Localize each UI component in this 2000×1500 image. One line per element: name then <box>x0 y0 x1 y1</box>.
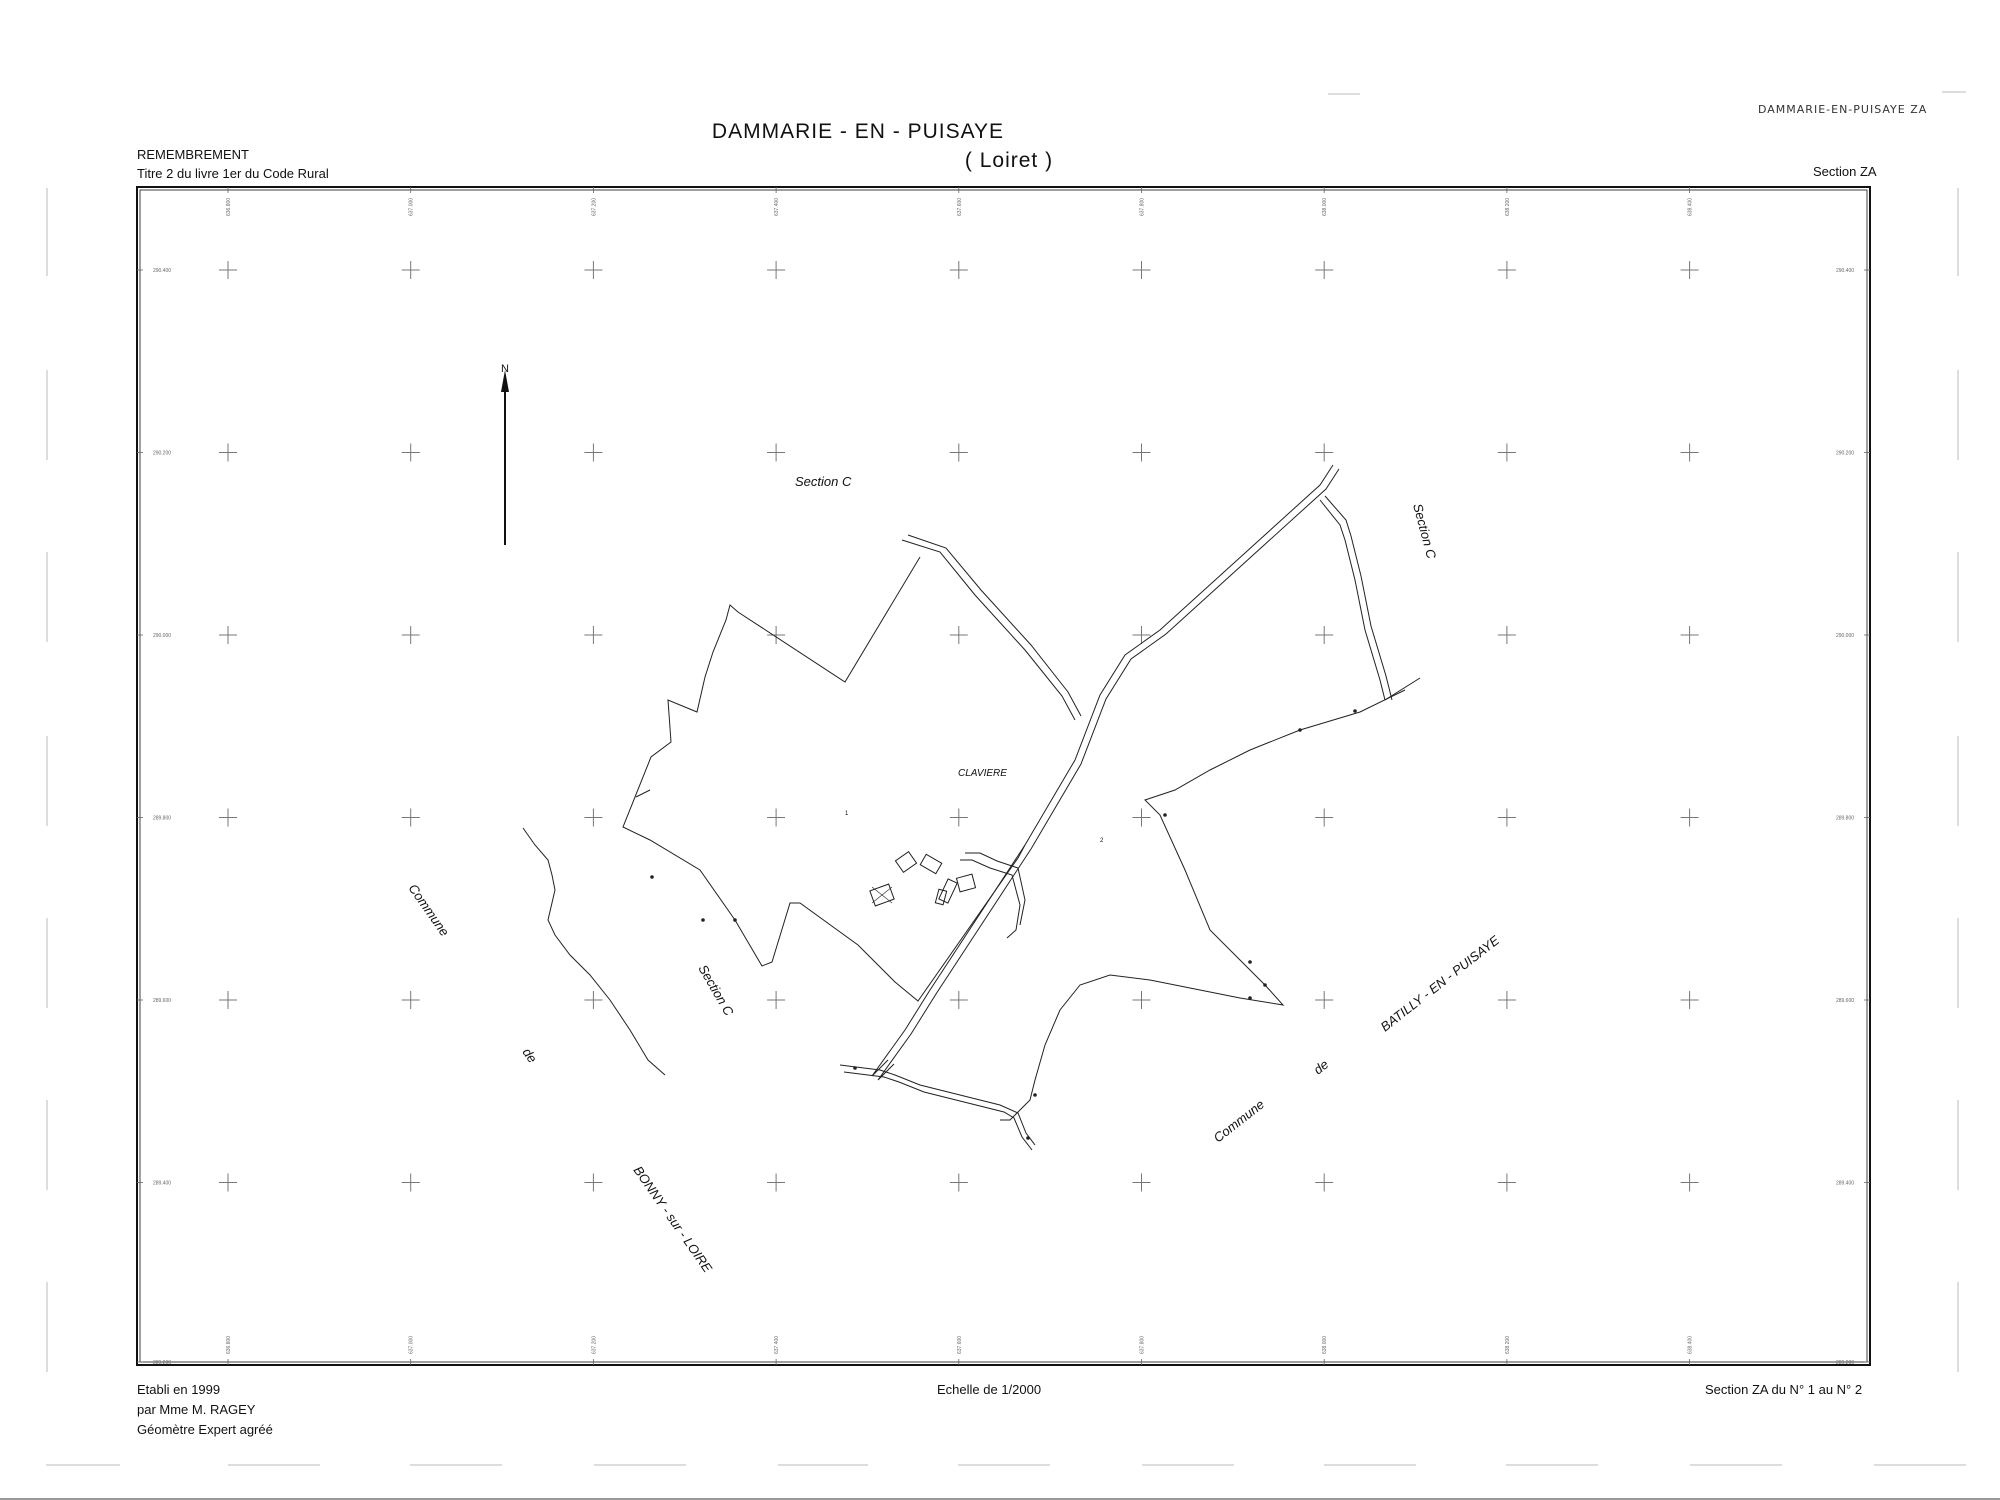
label-de-right: de <box>1311 1057 1332 1078</box>
route-dammarie <box>871 464 1334 1077</box>
label-section-c-left: Section C <box>695 962 736 1019</box>
trim-marks <box>46 91 1966 1466</box>
building <box>955 873 977 893</box>
label-batilly-en-puisaye: BATILLY - EN - PUISAYE <box>1378 932 1503 1034</box>
grid-x-label-bottom: 637.000 <box>409 1336 415 1354</box>
buildings <box>869 850 977 907</box>
building <box>869 883 895 907</box>
page-subtitle: ( Loiret ) <box>964 149 1054 172</box>
grid-y-label-right: 289.200 <box>1836 1360 1854 1366</box>
label-de-left: de <box>520 1045 541 1065</box>
map-frame-inner <box>139 189 1868 1363</box>
footer-established: Etabli en 1999 <box>137 1382 221 1397</box>
header-remembrement: REMEMBREMENT <box>137 147 249 162</box>
grid-x-label-top: 637.000 <box>409 198 415 216</box>
grid-y-label-right: 289.400 <box>1836 1181 1854 1187</box>
boundary-markers <box>650 709 1357 1140</box>
grid-y-label-left: 290.200 <box>153 451 171 457</box>
building <box>919 853 943 875</box>
grid-x-label-bottom: 637.800 <box>1140 1336 1146 1354</box>
label-section-c-top: Section C <box>795 474 852 489</box>
grid-y-label-left: 289.800 <box>153 816 171 822</box>
parcel-number-2: 2 <box>1100 838 1104 844</box>
parcel-2-boundary <box>1000 689 1406 1121</box>
grid-x-label-bottom: 637.600 <box>957 1336 963 1354</box>
grid-x-label-top: 638.000 <box>1322 198 1328 216</box>
commune-boundary-west <box>522 827 666 1076</box>
grid-x-label-bottom: 638.400 <box>1688 1336 1694 1354</box>
parcel-number-1: 1 <box>845 811 849 817</box>
grid-y-label-right: 290.200 <box>1836 451 1854 457</box>
grid-y-label-left: 289.600 <box>153 998 171 1004</box>
section-label: Section ZA <box>1813 164 1877 179</box>
building <box>894 850 918 874</box>
grid-x-label-top: 637.200 <box>591 198 597 216</box>
grid-y-label-left: 290.400 <box>153 268 171 274</box>
grid-y-label-right: 289.800 <box>1836 816 1854 822</box>
chemin-de-rolland <box>839 1064 1036 1146</box>
building <box>934 888 948 906</box>
grid-y-label-left: 289.400 <box>153 1181 171 1187</box>
building <box>938 878 958 904</box>
footer-section-range: Section ZA du N° 1 au N° 2 <box>1705 1382 1863 1397</box>
grid-x-label-bottom: 637.400 <box>774 1336 780 1354</box>
grid-x-label-top: 637.400 <box>774 198 780 216</box>
coordinate-grid: 636.800 636.800 637.000 637.000 637.200 637.2… <box>137 187 1870 1366</box>
grid-x-label-bottom: 638.000 <box>1322 1336 1328 1354</box>
map-frame <box>136 186 1871 1366</box>
parcel-boundaries <box>522 464 1421 1151</box>
footer-author: par Mme M. RAGEY <box>137 1402 256 1417</box>
grid-x-label-bottom: 636.800 <box>226 1336 232 1354</box>
grid-y-label-right: 290.000 <box>1836 633 1854 639</box>
label-bonny-sur-loire: BONNY - sur - LOIRE <box>631 1163 716 1275</box>
label-commune-left: Commune <box>406 881 453 939</box>
label-claviere: CLAVIERE <box>958 768 1007 779</box>
grid-y-label-right: 289.600 <box>1836 998 1854 1004</box>
footer-role: Géomètre Expert agréé <box>137 1422 273 1437</box>
north-label: N <box>501 363 509 375</box>
grid-x-label-top: 638.200 <box>1505 198 1511 216</box>
parcel-1-boundary <box>622 556 1026 1002</box>
grid-y-label-left: 289.200 <box>153 1360 171 1366</box>
handwritten-note: DAMMARIE-EN-PUISAYE ZA <box>1758 103 1928 116</box>
footer-scale: Echelle de 1/2000 <box>937 1382 1042 1397</box>
grid-x-label-bottom: 637.200 <box>591 1336 597 1354</box>
grid-x-label-top: 637.600 <box>957 198 963 216</box>
map-labels: Section C Section C Section C CLAVIERE C… <box>406 474 1503 1275</box>
grid-x-label-top: 638.400 <box>1688 198 1694 216</box>
grid-x-label-top: 637.800 <box>1140 198 1146 216</box>
page-title-text: DAMMARIE - EN - PUISAYE <box>711 120 1005 143</box>
grid-y-label-left: 290.000 <box>153 633 171 639</box>
route-ouzouer <box>1319 499 1386 701</box>
grid-x-label-bottom: 638.200 <box>1505 1336 1511 1354</box>
label-commune-right: Commune <box>1211 1097 1267 1146</box>
grid-y-label-right: 290.400 <box>1836 268 1854 274</box>
chemin-des-clavieres <box>901 539 1076 721</box>
north-arrow: N <box>501 363 509 545</box>
header-code-rural: Titre 2 du livre 1er du Code Rural <box>137 166 329 181</box>
grid-x-label-top: 636.800 <box>226 198 232 216</box>
label-section-c-right: Section C <box>1410 502 1439 561</box>
